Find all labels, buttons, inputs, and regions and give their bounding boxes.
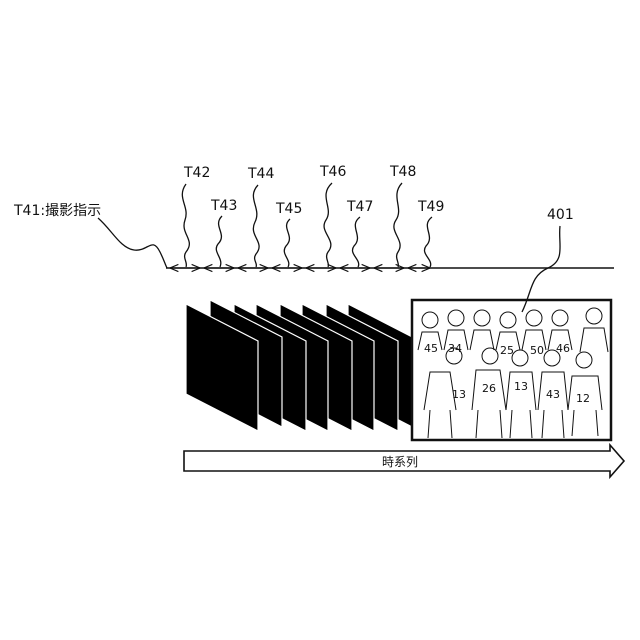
jersey-number: 45 bbox=[424, 342, 438, 355]
leader-t47 bbox=[352, 217, 360, 267]
timing-label-t46: T46 bbox=[319, 164, 346, 180]
jersey-number: 50 bbox=[530, 344, 544, 357]
leader-t42 bbox=[182, 184, 189, 267]
timing-label-t44: T44 bbox=[247, 166, 274, 182]
timing-labels: T42 T43 T44 T45 T46 T47 T48 T49 bbox=[182, 164, 444, 267]
leader-t44 bbox=[253, 185, 259, 267]
timing-label-t45: T45 bbox=[275, 201, 302, 217]
timing-label-t47: T47 bbox=[346, 199, 373, 215]
jersey-number: 12 bbox=[576, 392, 590, 405]
jersey-number: 34 bbox=[448, 342, 462, 355]
jersey-number: 26 bbox=[482, 382, 496, 395]
selected-image-401: 45 34 25 50 46 13 26 13 43 12 bbox=[412, 300, 611, 440]
image-ref-label: 401 bbox=[547, 207, 574, 223]
leader-t43 bbox=[216, 216, 222, 267]
time-series-label: 時系列 bbox=[382, 455, 418, 469]
jersey-number: 46 bbox=[556, 342, 570, 355]
trigger-label: T41:撮影指示 bbox=[13, 202, 101, 219]
jersey-number: 25 bbox=[500, 344, 514, 357]
jersey-number: 43 bbox=[546, 388, 560, 401]
leader-t48 bbox=[394, 183, 402, 267]
jersey-number: 13 bbox=[452, 388, 466, 401]
leader-t49 bbox=[424, 217, 432, 267]
timing-label-t43: T43 bbox=[210, 198, 237, 214]
timing-label-t42: T42 bbox=[183, 165, 210, 181]
trigger-leader bbox=[98, 218, 167, 268]
jersey-number: 13 bbox=[514, 380, 528, 393]
leader-t45 bbox=[284, 219, 290, 267]
timing-label-t49: T49 bbox=[417, 199, 444, 215]
leader-t46 bbox=[324, 183, 332, 267]
timing-label-t48: T48 bbox=[389, 164, 416, 180]
captured-frame-stack bbox=[186, 300, 420, 431]
